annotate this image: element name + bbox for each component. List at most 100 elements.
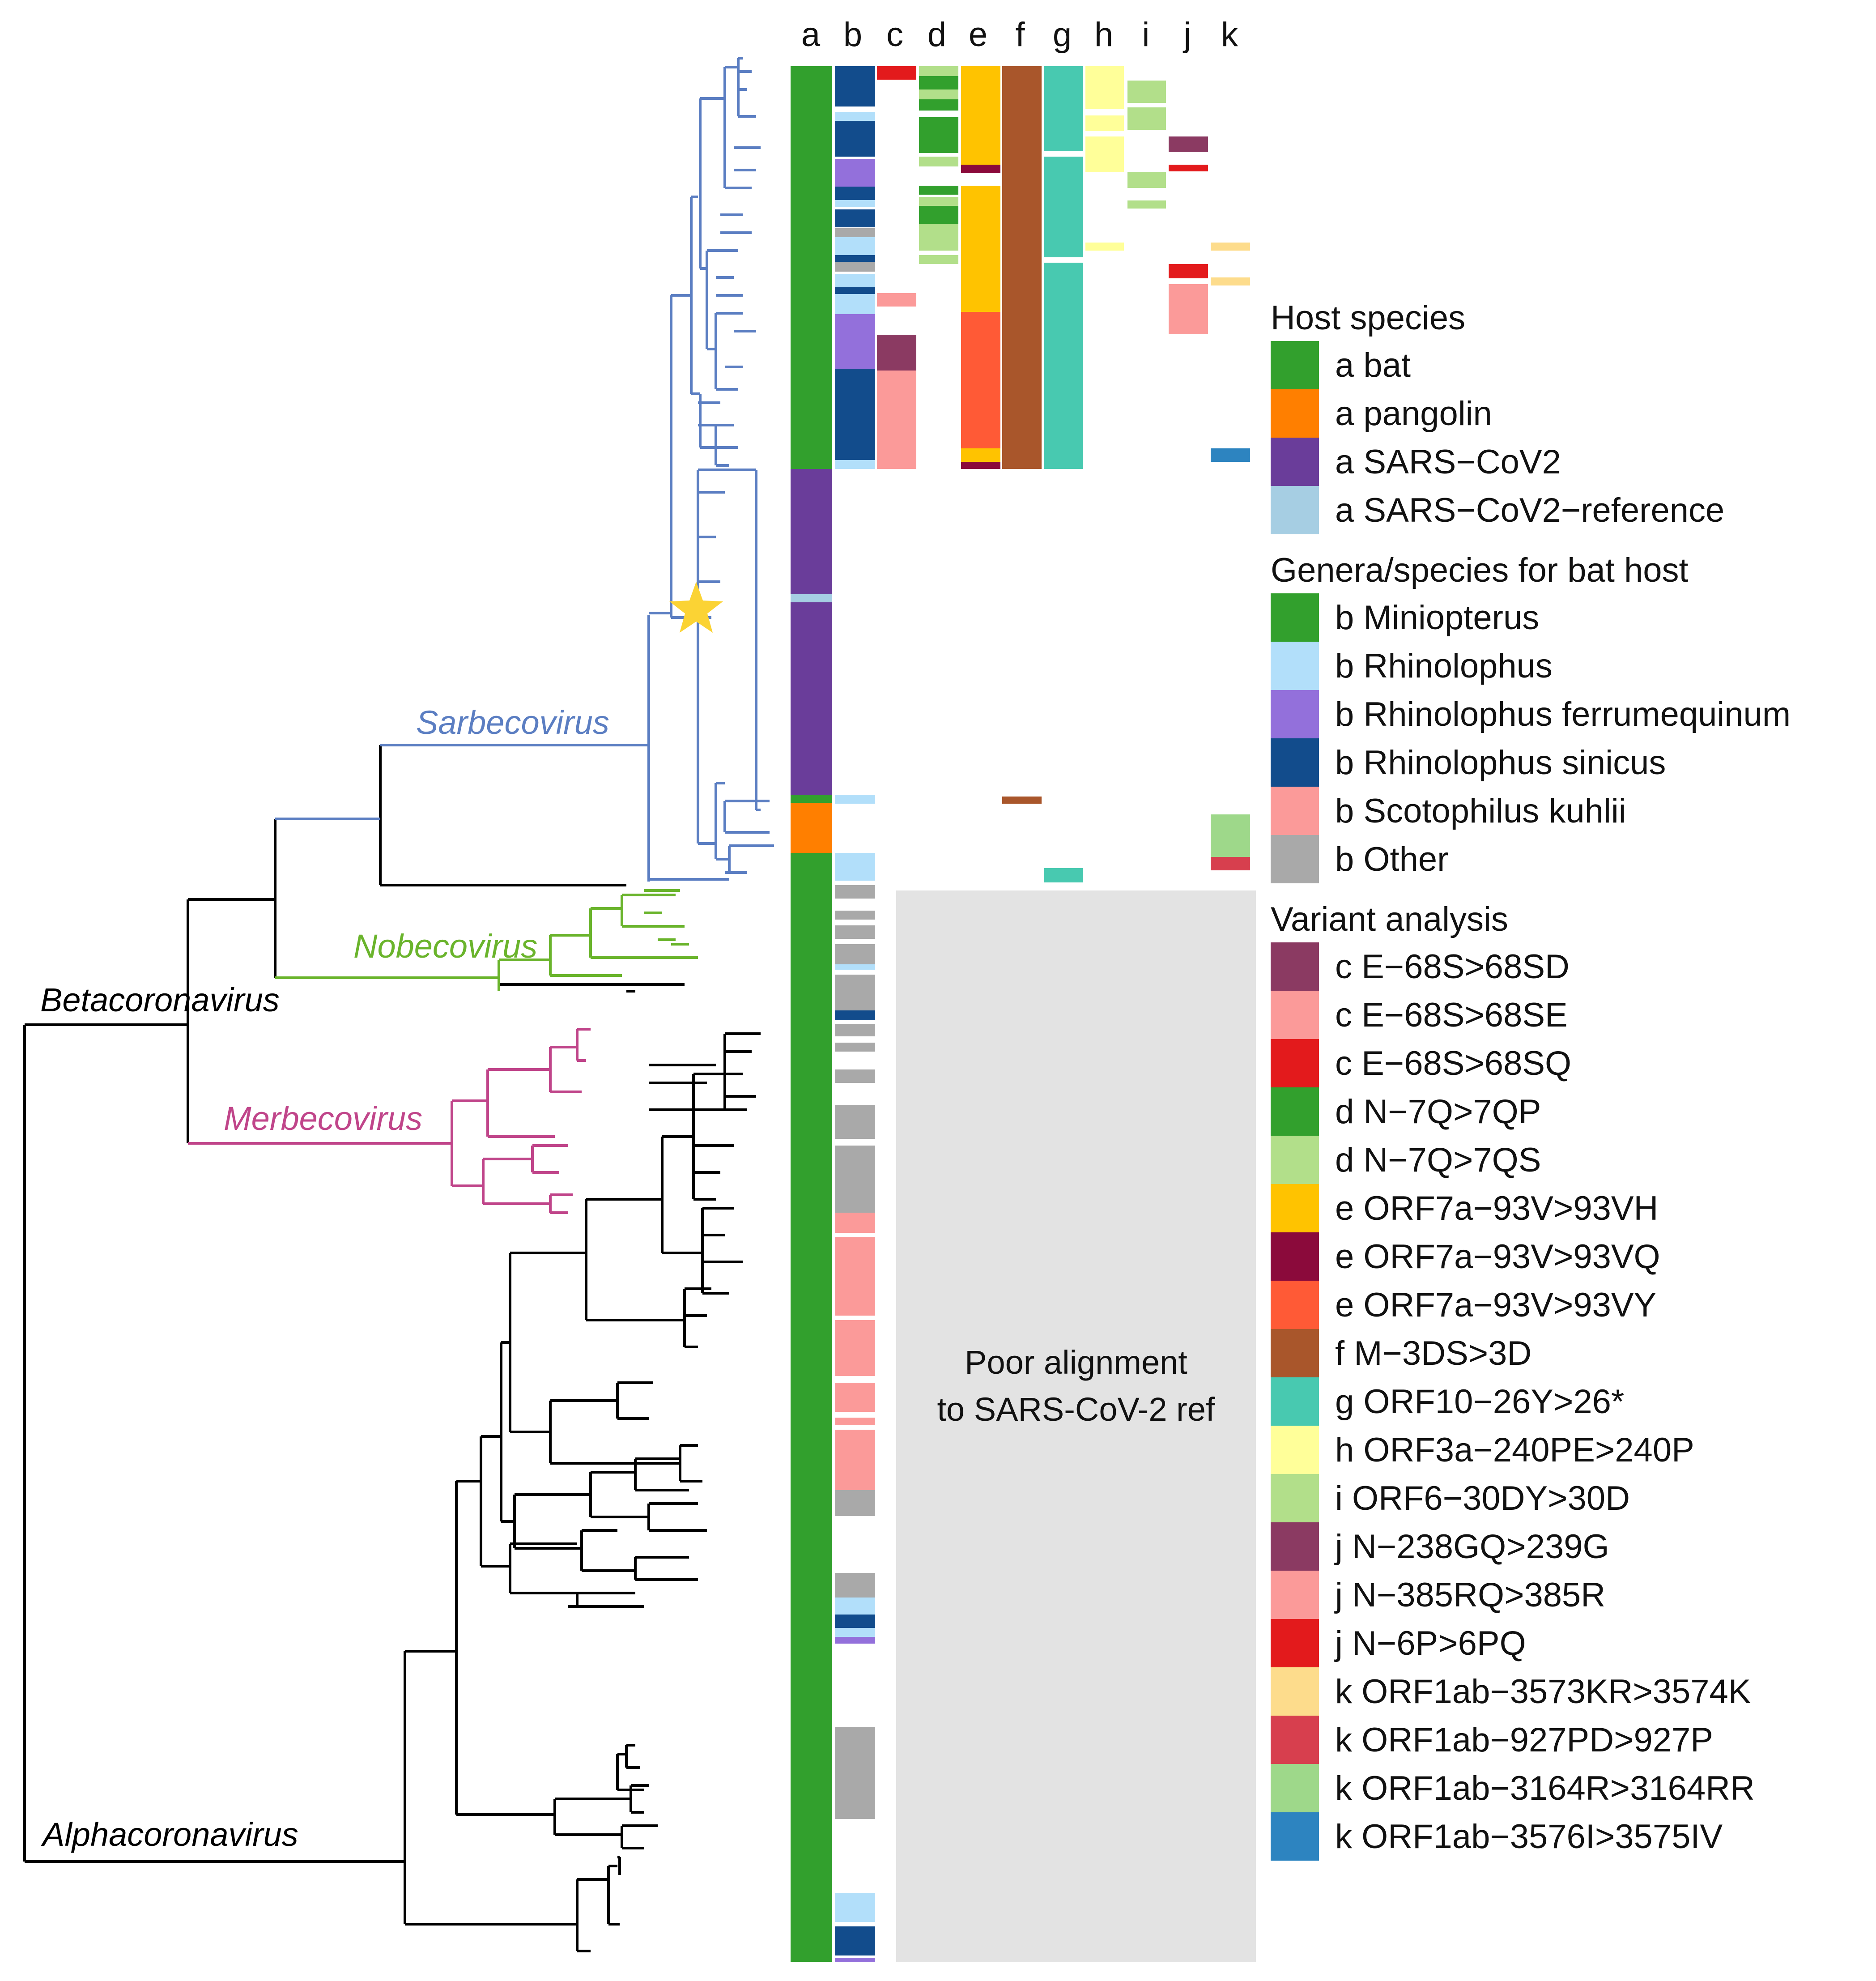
legend-label: c E−68S>68SD: [1335, 947, 1570, 986]
clade-label-nobecovirus: Nobecovirus: [353, 928, 537, 965]
legend-label: b Other: [1335, 840, 1449, 878]
heatmap-cell: [835, 237, 875, 255]
column-header-f: f: [1015, 16, 1025, 54]
heatmap-column-e: [961, 66, 1000, 469]
heatmap-column-g: [1044, 66, 1083, 882]
legend-swatch: [1271, 1764, 1319, 1812]
heatmap-cell: [835, 209, 875, 227]
heatmap-cell: [835, 314, 875, 369]
heatmap-cell: [1169, 264, 1208, 278]
legend-title: Genera/species for bat host: [1271, 551, 1689, 589]
heatmap-cell: [835, 294, 875, 314]
legend-group: Genera/species for bat host b Miniopterus…: [1271, 548, 1866, 883]
legend-item: e ORF7a−93V>93VY: [1271, 1281, 1866, 1329]
clade-label-sarbecovirus: Sarbecovirus: [416, 704, 609, 741]
legend-swatch: [1271, 1474, 1319, 1522]
legend-item: e ORF7a−93V>93VQ: [1271, 1232, 1866, 1281]
legend-item: b Rhinolophus ferrumequinum: [1271, 690, 1866, 738]
legend-item: a pangolin: [1271, 389, 1866, 438]
tree-sarbecovirus: [275, 57, 774, 882]
legend-label: k ORF1ab−3573KR>3574K: [1335, 1672, 1751, 1711]
heatmap-cell: [835, 274, 875, 287]
legend-swatch: [1271, 593, 1319, 642]
heatmap-cell: [835, 885, 875, 899]
heatmap-cell: [835, 1320, 875, 1376]
heatmap-cell: [877, 66, 916, 80]
heatmap-cell: [919, 255, 958, 264]
heatmap-cell: [1211, 277, 1250, 285]
legend-label: e ORF7a−93V>93VH: [1335, 1189, 1659, 1227]
column-header-d: d: [927, 16, 946, 54]
column-header-c: c: [886, 16, 903, 54]
heatmap-cell: [835, 262, 875, 272]
heatmap-cell: [791, 602, 832, 795]
heatmap-cell: [835, 1490, 875, 1516]
heatmap-cell: [961, 165, 1000, 173]
heatmap-cell: [1127, 107, 1166, 130]
legend-swatch: [1271, 1039, 1319, 1087]
tree-backbone: [23, 745, 761, 1952]
legend-label: a bat: [1335, 346, 1411, 384]
legend-item: g ORF10−26Y>26*: [1271, 1377, 1866, 1426]
legend-label: a SARS−CoV2: [1335, 443, 1561, 481]
heatmap-column-a: [791, 66, 832, 1962]
column-header-h: h: [1094, 16, 1113, 54]
heatmap-cell: [835, 255, 875, 262]
legend-swatch: [1271, 991, 1319, 1039]
heatmap-cell: [877, 371, 916, 469]
heatmap-cell: [919, 157, 958, 166]
heatmap-cell: [835, 369, 875, 460]
legend-item: a SARS−CoV2: [1271, 438, 1866, 486]
heatmap-cell: [835, 1043, 875, 1052]
legend-swatch: [1271, 1667, 1319, 1716]
legend-label: b Miniopterus: [1335, 598, 1540, 637]
heatmap-cell: [835, 1598, 875, 1615]
legend-label: f M−3DS>3D: [1335, 1334, 1532, 1372]
legend-swatch: [1271, 1619, 1319, 1667]
legend-swatch: [1271, 341, 1319, 389]
heatmap-cell: [1085, 136, 1124, 172]
legend-swatch: [1271, 1184, 1319, 1232]
heatmap-cell: [1044, 263, 1083, 469]
legend-swatch: [1271, 1377, 1319, 1426]
legend-title: Host species: [1271, 299, 1466, 337]
heatmap-cell: [835, 1383, 875, 1412]
legend-item: b Miniopterus: [1271, 593, 1866, 642]
heatmap: [791, 66, 1250, 1962]
heatmap-cell: [835, 1637, 875, 1644]
heatmap-cell: [791, 795, 832, 803]
heatmap-column-i: [1127, 81, 1166, 209]
legend-label: c E−68S>68SQ: [1335, 1044, 1572, 1082]
heatmap-cell: [835, 1727, 875, 1819]
clade-labels: Betacoronavirus Alphacoronavirus Sarbeco…: [40, 704, 609, 1853]
legend-label: b Rhinolophus sinicus: [1335, 743, 1666, 782]
heatmap-cell: [877, 293, 916, 307]
legend-item: e ORF7a−93V>93VH: [1271, 1184, 1866, 1232]
legend-item: a bat: [1271, 341, 1866, 389]
heatmap-cell: [835, 1069, 875, 1083]
heatmap-cell: [835, 287, 875, 294]
heatmap-cell: [835, 975, 875, 1010]
legend-label: d N−7Q>7QP: [1335, 1092, 1541, 1131]
heatmap-column-c: [877, 66, 916, 469]
legend-swatch: [1271, 835, 1319, 883]
heatmap-cell: [835, 121, 875, 157]
legend-label: h ORF3a−240PE>240P: [1335, 1431, 1694, 1469]
heatmap-cell: [835, 964, 875, 970]
heatmap-cell: [877, 335, 916, 371]
column-header-e: e: [969, 16, 987, 54]
legend-label: d N−7Q>7QS: [1335, 1141, 1541, 1179]
heatmap-cell: [835, 1146, 875, 1213]
legend-label: j N−238GQ>239G: [1335, 1527, 1609, 1566]
heatmap-cell: [835, 1010, 875, 1020]
heatmap-column-b: [835, 66, 875, 1962]
legend-item: j N−385RQ>385R: [1271, 1571, 1866, 1619]
heatmap-cell: [835, 200, 875, 207]
legend-swatch: [1271, 1329, 1319, 1377]
heatmap-cell: [1002, 66, 1042, 469]
heatmap-cell: [835, 1573, 875, 1598]
heatmap-cell: [1085, 66, 1124, 109]
heatmap-cell: [1211, 243, 1250, 251]
heatmap-cell: [835, 112, 875, 121]
